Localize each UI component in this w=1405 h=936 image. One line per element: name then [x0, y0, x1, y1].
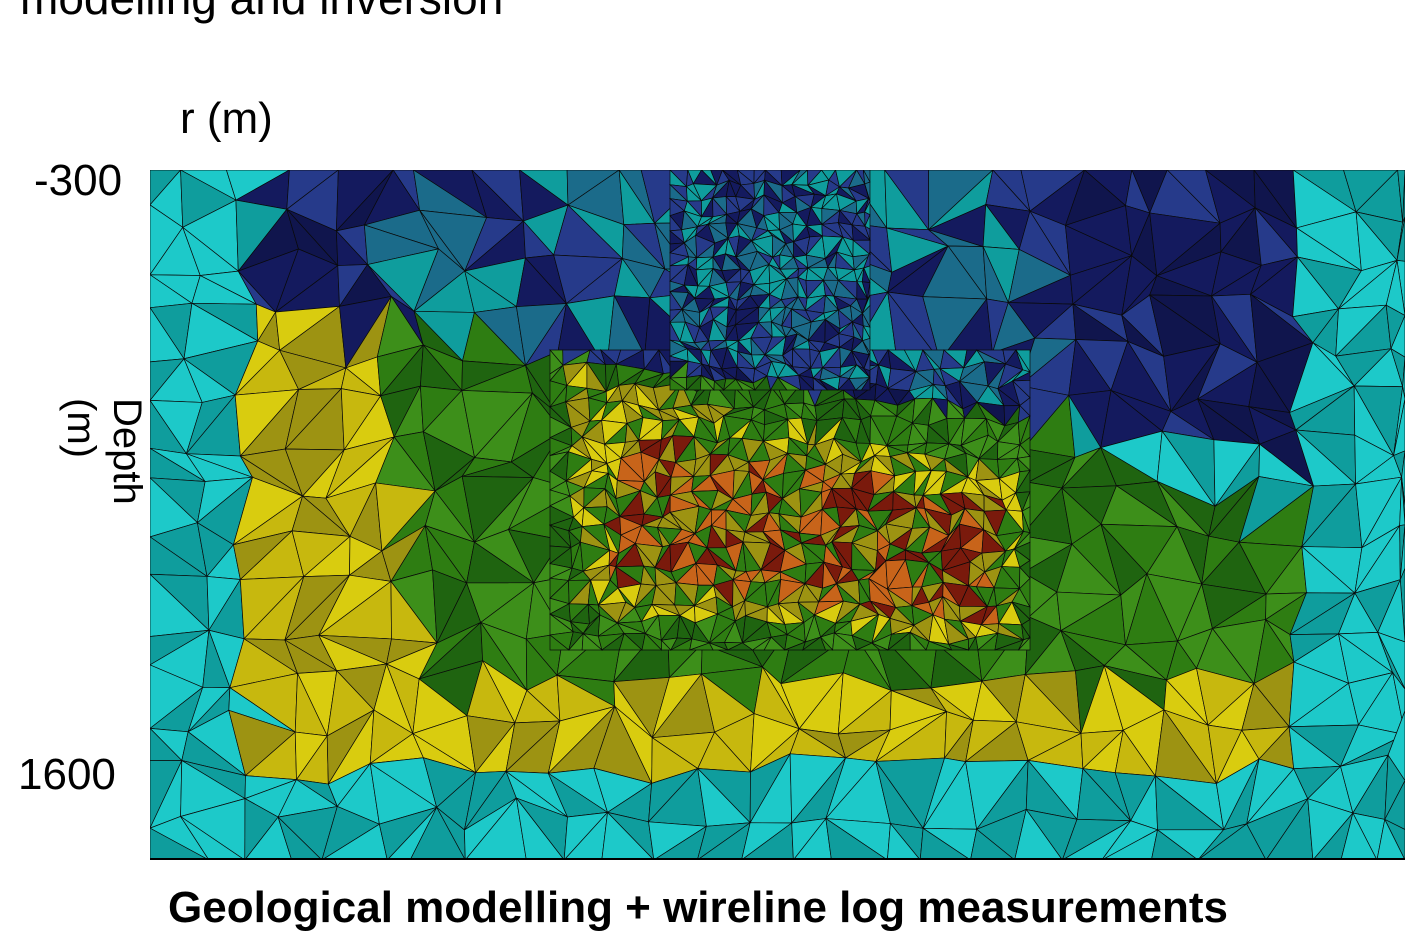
depth-tick-top: -300 [34, 156, 122, 206]
mesh-triangles [150, 170, 1405, 860]
triangular-mesh [150, 170, 1405, 860]
depth-axis-label: Depth (m) [30, 398, 150, 548]
mesh-figure [150, 170, 1405, 860]
page-title-fragment: modelling and inversion [20, 0, 503, 28]
depth-tick-bottom: 1600 [18, 750, 116, 800]
depth-axis-label-line2: (m) [58, 398, 104, 548]
depth-axis-label-line1: Depth [104, 398, 150, 548]
figure-caption: Geological modelling + wireline log meas… [168, 880, 1228, 936]
r-axis-label: r (m) [180, 94, 273, 144]
